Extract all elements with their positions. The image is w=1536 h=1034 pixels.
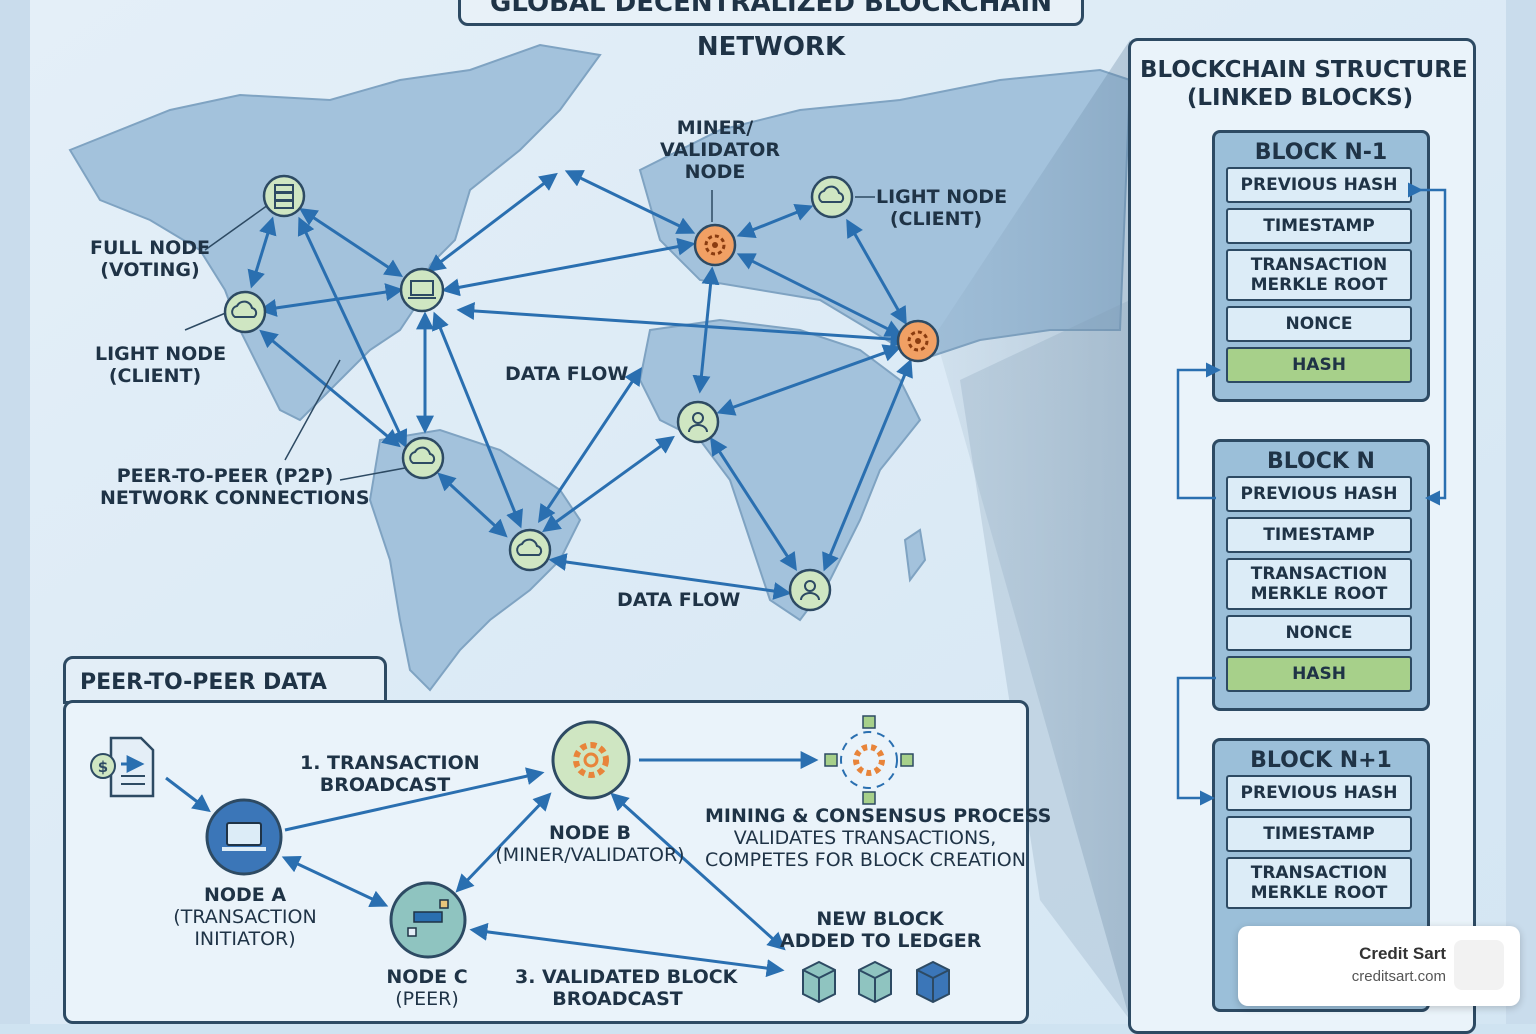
miner-gear-icon — [693, 223, 737, 267]
data-flow-label-1: DATA FLOW — [505, 363, 629, 385]
mining-gear-icon — [824, 715, 914, 805]
structure-title: BLOCKCHAIN STRUCTURE(LINKED BLOCKS) — [1140, 57, 1468, 111]
nonce-field: NONCE — [1226, 306, 1412, 342]
block-title: BLOCK N — [1267, 449, 1375, 474]
light-node-left-label: LIGHT NODE(CLIENT) — [95, 343, 227, 387]
south-africa-user-icon — [788, 568, 832, 612]
previous-hash-field: PREVIOUS HASH — [1226, 476, 1412, 512]
document-dollar-icon: $ — [90, 736, 155, 798]
ledger-cube-icons — [802, 960, 950, 1004]
svg-text:$: $ — [98, 758, 108, 776]
previous-hash-field: PREVIOUS HASH — [1226, 167, 1412, 203]
credit-logo-icon — [1454, 940, 1504, 990]
hash-field: HASH — [1226, 656, 1412, 692]
block-n-minus-1: BLOCK N-1 PREVIOUS HASH TIMESTAMP TRANSA… — [1212, 130, 1430, 402]
mideast-gear-icon — [896, 319, 940, 363]
network-links — [247, 170, 913, 600]
light-node-cloud-icon — [223, 290, 267, 334]
block-n: BLOCK N PREVIOUS HASH TIMESTAMP TRANSACT… — [1212, 439, 1430, 711]
data-flow-label-2: DATA FLOW — [617, 589, 741, 611]
p2p-label: PEER-TO-PEER (P2P)NETWORK CONNECTIONS — [100, 465, 370, 509]
timestamp-field: TIMESTAMP — [1226, 208, 1412, 244]
europe-cloud-icon — [810, 175, 854, 219]
node-a-laptop-icon — [205, 798, 283, 876]
block-title: BLOCK N-1 — [1254, 140, 1388, 165]
block-title: BLOCK N+1 — [1250, 748, 1392, 773]
full-node-server-icon — [262, 174, 306, 218]
node-c-label: NODE C(PEER) — [386, 966, 468, 1010]
merkle-root-field: TRANSACTION MERKLE ROOT — [1226, 249, 1412, 301]
flow-panel-title: PEER-TO-PEER DATA FLOW — [63, 656, 387, 743]
full-node-label: FULL NODE(VOTING) — [90, 237, 211, 281]
merkle-root-field: TRANSACTION MERKLE ROOT — [1226, 558, 1412, 610]
chain-links — [1176, 182, 1447, 806]
previous-hash-field: PREVIOUS HASH — [1226, 775, 1412, 811]
timestamp-field: TIMESTAMP — [1226, 517, 1412, 553]
node-b-label: NODE B(MINER/VALIDATOR) — [495, 822, 685, 866]
merkle-root-field: TRANSACTION MERKLE ROOT — [1226, 857, 1412, 909]
south-america-cloud-icon — [508, 528, 552, 572]
light-node-right-label: LIGHT NODE(CLIENT) — [876, 186, 1008, 230]
node-b-gear-icon — [551, 720, 631, 800]
credit-url: creditsart.com — [1351, 968, 1446, 985]
credit-badge[interactable]: Credit Sart creditsart.com — [1238, 926, 1520, 1006]
hub-laptop-icon — [399, 267, 445, 313]
africa-user-icon — [676, 400, 720, 444]
nonce-field: NONCE — [1226, 615, 1412, 651]
page-title: GLOBAL DECENTRALIZED BLOCKCHAIN NETWORK — [458, 0, 1084, 62]
timestamp-field: TIMESTAMP — [1226, 816, 1412, 852]
credit-name: Credit Sart — [1359, 944, 1446, 963]
node-c-peer-icon — [389, 881, 467, 959]
americas-cloud-icon — [401, 436, 445, 480]
flow-diagram: $ — [90, 715, 950, 1004]
